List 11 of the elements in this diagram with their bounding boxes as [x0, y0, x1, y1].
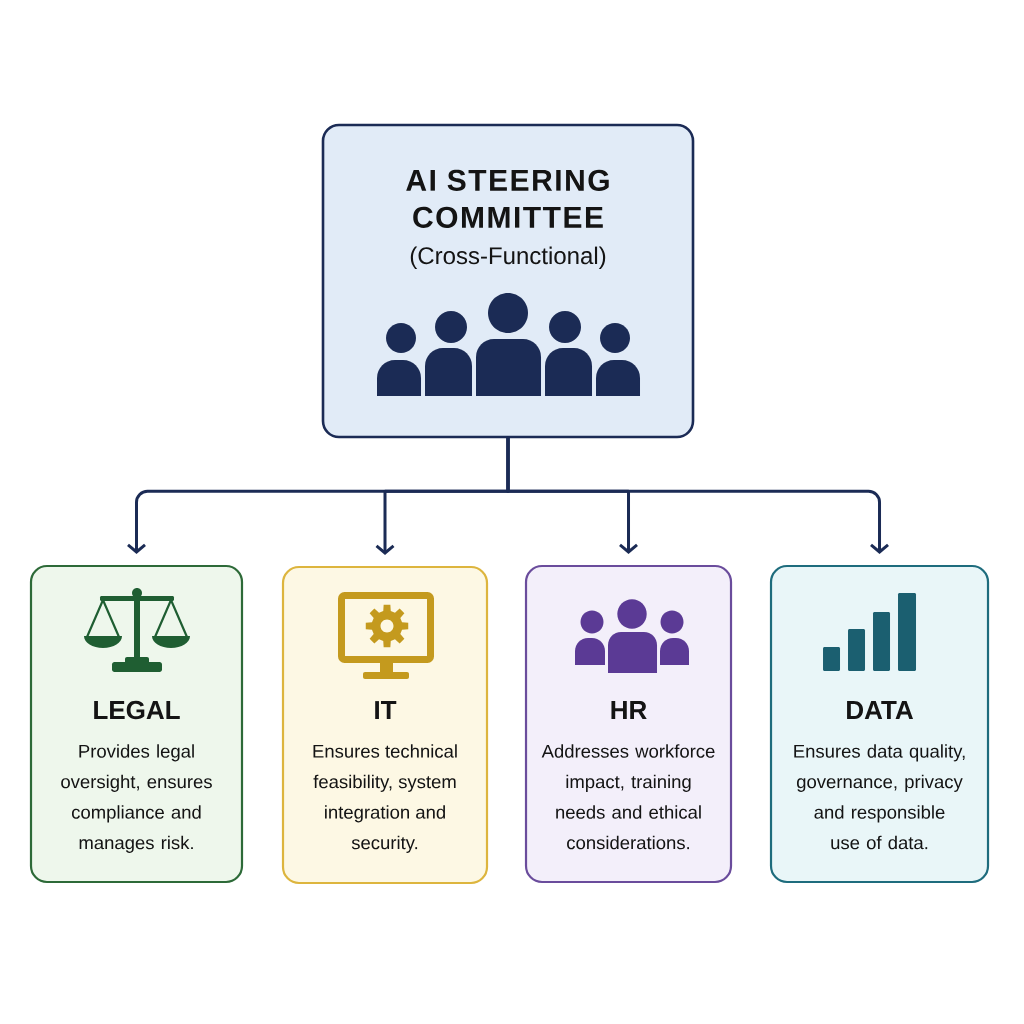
- box-subtitle: (Cross-Functional): [410, 246, 606, 269]
- connector-arrow: [506, 436, 889, 554]
- box-title: AI STEERING COMMITTEE: [406, 169, 609, 228]
- card-description: Ensures technical feasibility, system integration and security.: [313, 744, 457, 853]
- card-heading: HR: [611, 701, 647, 719]
- card-heading: LEGAL: [94, 700, 180, 720]
- card-heading: DATA: [847, 701, 913, 719]
- card-description: Provides legal oversight, ensures compliance and manages risk.: [61, 744, 212, 853]
- card-description: Addresses workforce impact, training needs and ethical considerations.: [541, 744, 715, 850]
- card-description: Ensures data quality, governance, privacy and responsible use of data.: [794, 744, 965, 850]
- card-heading: IT: [375, 701, 397, 719]
